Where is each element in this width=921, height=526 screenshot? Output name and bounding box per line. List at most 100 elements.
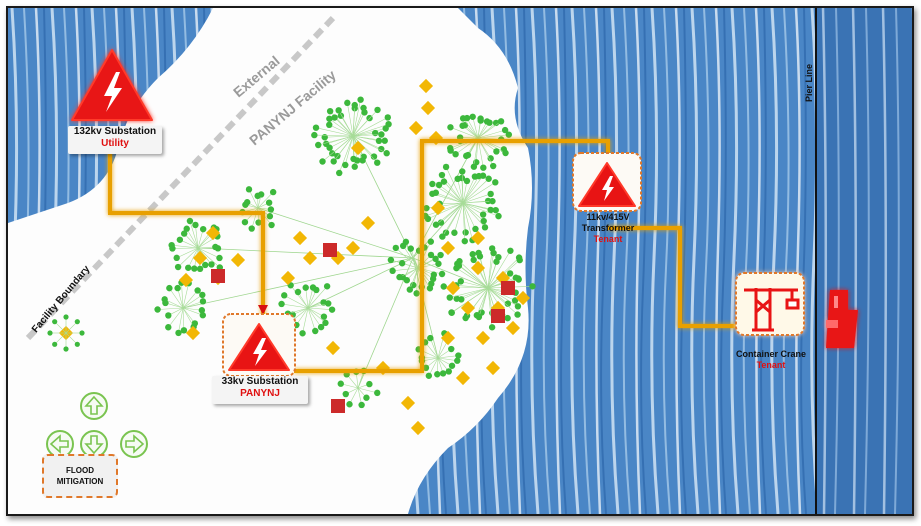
map-frame: 132kv Substation Utility 33kv Substation… — [6, 6, 914, 516]
network-edge — [307, 307, 333, 310]
crane-label[interactable]: Container Crane Tenant — [726, 349, 816, 371]
arrow-right-icon[interactable] — [120, 430, 148, 458]
network-edge — [197, 247, 414, 259]
network-node — [439, 370, 447, 377]
network-edge — [307, 286, 328, 309]
network-node — [447, 124, 454, 131]
network-node — [175, 329, 182, 337]
network-edge — [352, 135, 379, 142]
network-edge — [347, 102, 354, 137]
warning-lightning-icon[interactable] — [228, 323, 290, 371]
network-edge — [182, 294, 203, 309]
substation-132-label[interactable]: 132kv Substation Utility — [68, 126, 162, 154]
network-node — [437, 219, 445, 226]
network-edge — [352, 109, 378, 137]
network-node — [191, 265, 198, 272]
network-edge — [65, 321, 78, 334]
network-node — [174, 284, 181, 292]
flood-mitigation-button[interactable]: FLOOD MITIGATION — [42, 454, 118, 498]
pier-line-label: Pier Line — [804, 63, 814, 102]
warning-lightning-icon[interactable] — [71, 49, 153, 121]
network-diamond — [192, 250, 208, 266]
network-node — [383, 150, 390, 157]
network-node — [445, 368, 452, 375]
network-edge — [462, 193, 491, 204]
network-edge — [195, 224, 199, 249]
network-edge — [462, 202, 473, 241]
network-edge — [450, 127, 479, 139]
network-node — [454, 357, 461, 364]
network-edge — [197, 247, 220, 268]
network-edge — [352, 112, 365, 137]
crane-icon[interactable] — [744, 288, 800, 332]
network-edge — [443, 181, 464, 204]
network-node — [442, 163, 450, 171]
network-diamond — [345, 240, 361, 256]
network-node — [183, 225, 190, 232]
network-node — [422, 364, 430, 372]
network-node — [192, 221, 199, 229]
network-edge — [460, 281, 489, 289]
network-node — [487, 206, 494, 214]
network-edge — [430, 337, 439, 359]
network-node — [489, 162, 497, 170]
arrow-up-icon[interactable] — [80, 392, 108, 420]
network-node — [180, 230, 188, 237]
network-edge — [186, 228, 199, 249]
network-node — [481, 224, 489, 231]
network-edge — [462, 175, 480, 204]
network-edge — [182, 290, 198, 309]
network-node — [492, 179, 499, 186]
network-node — [382, 125, 389, 132]
network-node — [455, 352, 462, 359]
network-square — [323, 243, 337, 257]
substation-33-label[interactable]: 33kv Substation PANYNJ — [212, 376, 308, 404]
network-node — [375, 137, 383, 145]
network-node — [323, 283, 331, 290]
network-node — [267, 206, 275, 213]
network-node — [502, 149, 509, 157]
network-edge — [307, 257, 414, 309]
network-edge — [307, 289, 317, 309]
network-node — [199, 312, 207, 319]
warning-lightning-icon[interactable] — [578, 162, 636, 207]
network-edge — [462, 202, 486, 228]
network-edge — [457, 178, 464, 204]
network-edge — [197, 247, 220, 259]
network-node — [492, 206, 499, 214]
network-edge — [352, 99, 361, 137]
network-node — [63, 314, 69, 320]
network-node — [378, 145, 385, 153]
network-node — [463, 177, 471, 185]
network-node — [432, 189, 440, 196]
network-edge — [329, 135, 354, 149]
transformer-label[interactable]: 11kv/415V Transformer Tenant — [568, 212, 648, 245]
network-diamond — [302, 250, 318, 266]
network-node — [396, 273, 403, 281]
infrastructure-map — [8, 8, 912, 514]
network-node — [504, 314, 511, 322]
substation-33-owner: PANYNJ — [240, 388, 280, 399]
network-node — [325, 300, 332, 307]
network-edge — [338, 110, 354, 137]
network-edge — [257, 191, 274, 209]
network-edge — [477, 129, 506, 139]
network-node — [506, 270, 514, 277]
network-edge — [352, 134, 382, 137]
network-node — [79, 330, 85, 336]
power-line-2 — [294, 139, 610, 373]
network-node — [458, 296, 465, 303]
ship-icon — [826, 290, 858, 348]
network-diamond — [350, 140, 366, 156]
network-diamond — [420, 100, 436, 116]
network-edge — [487, 261, 497, 289]
network-node — [174, 263, 182, 271]
network-diamond — [430, 200, 446, 216]
network-edge — [183, 233, 199, 249]
network-node — [398, 260, 406, 267]
network-node — [392, 244, 400, 252]
network-edge — [189, 220, 199, 249]
network-node — [485, 175, 492, 182]
network-node — [180, 327, 188, 334]
network-node — [363, 394, 370, 401]
